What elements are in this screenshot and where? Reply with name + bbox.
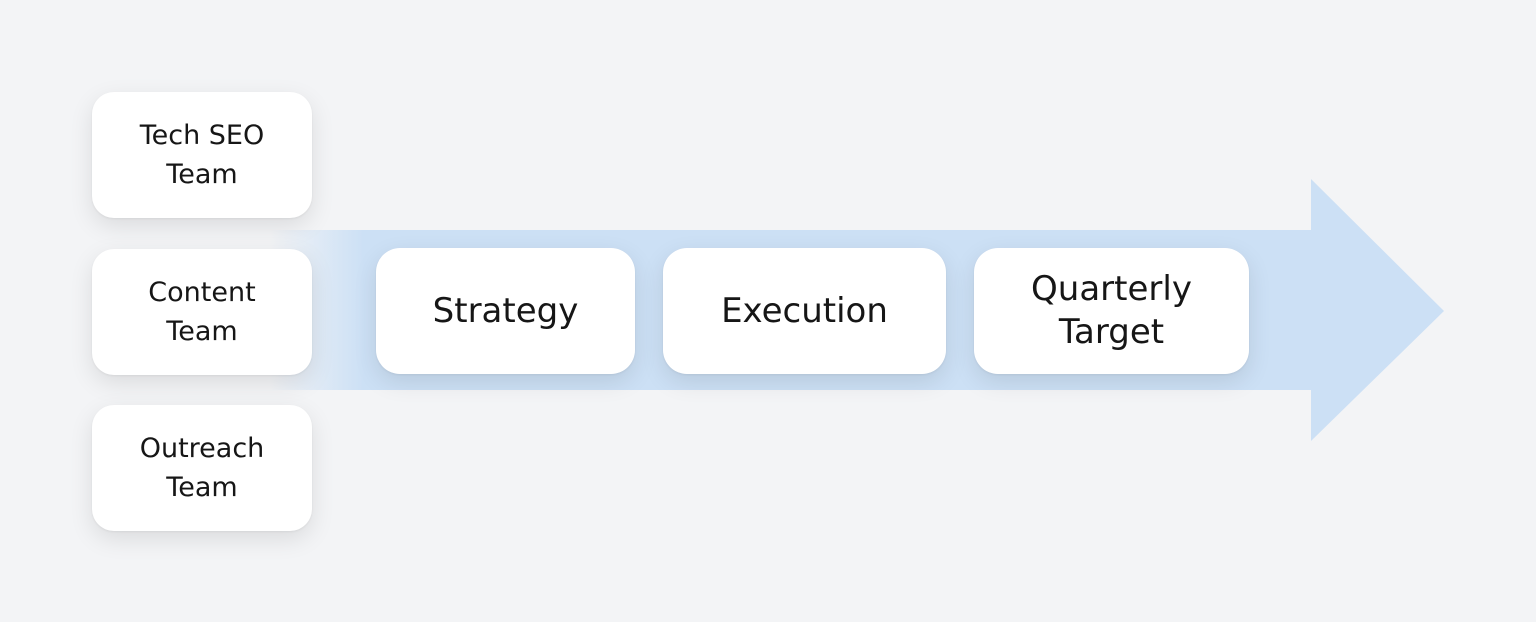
step-box-execution: Execution — [663, 248, 946, 374]
team-label: Tech SEO Team — [139, 120, 265, 190]
step-box-quarterly-target: Quarterly Target — [974, 248, 1249, 374]
step-box-strategy: Strategy — [376, 248, 635, 374]
team-box-tech-seo: Tech SEO Team — [92, 92, 312, 218]
step-label: Quarterly Target — [1031, 269, 1192, 352]
team-label: Content Team — [148, 277, 256, 347]
step-label: Execution — [721, 290, 888, 331]
team-box-content: Content Team — [92, 249, 312, 375]
team-box-outreach: Outreach Team — [92, 405, 312, 531]
step-label: Strategy — [432, 290, 579, 331]
team-label: Outreach Team — [139, 433, 265, 503]
